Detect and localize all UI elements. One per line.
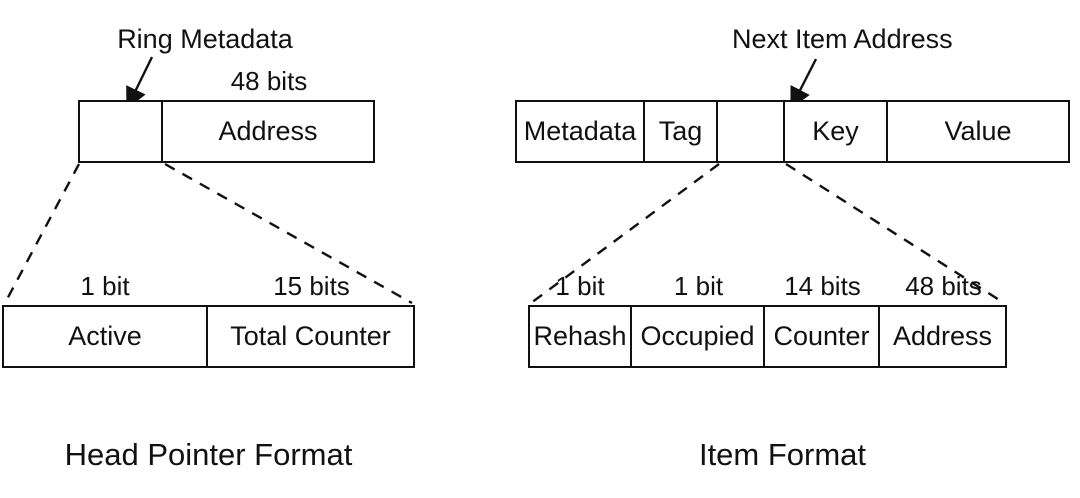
tag-cell: Tag bbox=[645, 102, 718, 161]
total-counter-bits-label: 15 bits bbox=[273, 271, 350, 301]
occupied-bits-label: 1 bit bbox=[673, 271, 724, 301]
occupied-cell: Occupied bbox=[632, 307, 765, 366]
next-item-address-callout-label: Next Item Address bbox=[732, 24, 953, 54]
address-bits-label: 48 bits bbox=[905, 271, 982, 301]
ring-metadata-cell bbox=[80, 102, 163, 161]
ring-metadata-callout-label: Ring Metadata bbox=[117, 24, 293, 54]
active-bits-label: 1 bit bbox=[80, 271, 130, 301]
item-detail-row: Rehash Occupied Counter Address bbox=[528, 305, 1007, 368]
counter-bits-label: 14 bits bbox=[784, 271, 861, 301]
metadata-cell: Metadata bbox=[517, 102, 645, 161]
item-address-cell: Address bbox=[892, 321, 993, 351]
rehash-cell: Rehash bbox=[530, 307, 632, 366]
item-format-caption: Item Format bbox=[698, 437, 867, 472]
value-cell: Value bbox=[944, 116, 1012, 146]
key-cell: Key bbox=[785, 102, 888, 161]
head-pointer-detail-row: Active Total Counter bbox=[2, 305, 415, 368]
next-item-address-cell bbox=[718, 102, 785, 161]
total-counter-cell: Total Counter bbox=[230, 321, 391, 351]
counter-cell: Counter bbox=[765, 307, 880, 366]
address-cell: Address bbox=[218, 116, 318, 146]
rehash-bits-label: 1 bit bbox=[555, 271, 605, 301]
item-top-row: Metadata Tag Key Value bbox=[515, 100, 1070, 163]
address-width-label: 48 bits bbox=[230, 66, 308, 96]
active-cell: Active bbox=[4, 307, 208, 366]
next-item-address-callout-arrow bbox=[790, 58, 818, 110]
head-pointer-top-row: Address bbox=[78, 100, 375, 163]
ring-metadata-callout-arrow bbox=[126, 56, 154, 110]
head-pointer-format-caption: Head Pointer Format bbox=[64, 437, 353, 472]
